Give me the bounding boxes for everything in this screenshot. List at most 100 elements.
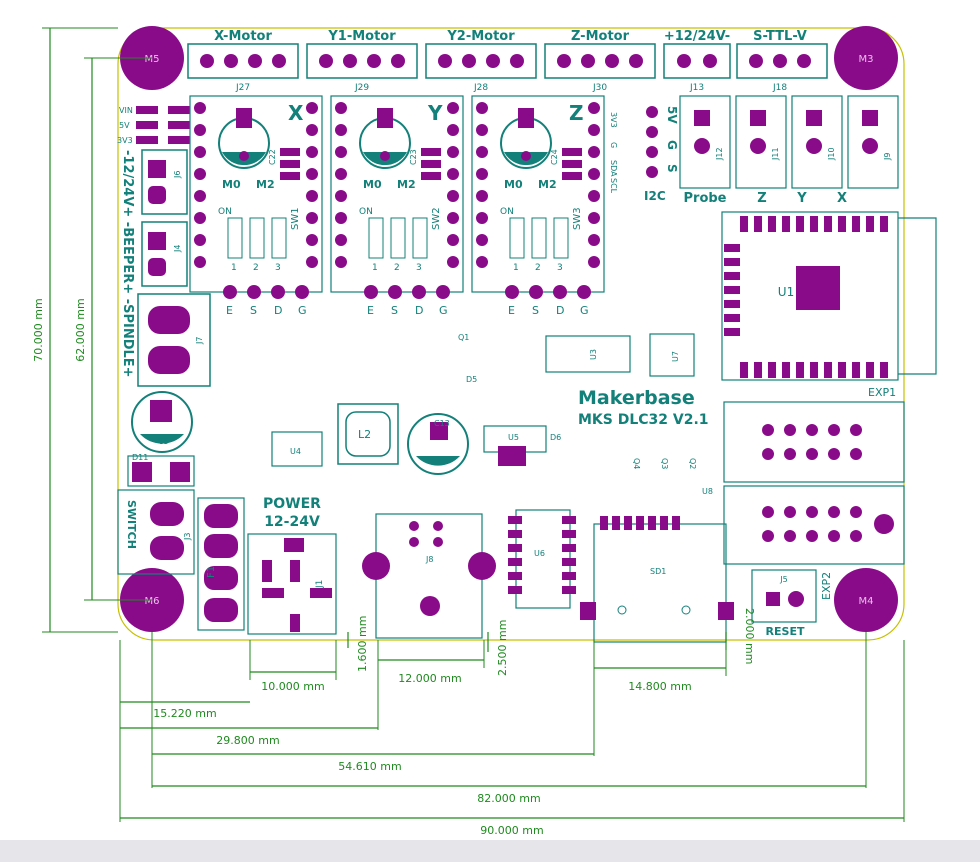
dim-j1-offset: 1.600 mm <box>347 616 369 672</box>
diode-d11: D11 <box>127 453 195 487</box>
svg-text:J29: J29 <box>354 83 369 93</box>
svg-text:1: 1 <box>231 263 237 273</box>
svg-text:M3: M3 <box>859 54 874 65</box>
svg-text:G: G <box>439 304 448 317</box>
svg-text:3V3: 3V3 <box>609 112 618 128</box>
dim-x-54: 54.610 mm <box>151 632 595 788</box>
dim-x-82: 82.000 mm <box>152 632 867 805</box>
status-bar <box>0 840 980 862</box>
reset-button-j5: J5 RESET <box>751 569 817 638</box>
svg-text:SWITCH: SWITCH <box>125 500 138 549</box>
svg-text:ON: ON <box>500 207 514 217</box>
dim-sd-offset: 2.000 mm <box>725 608 756 664</box>
dim-height-outer: 70.000 mm <box>32 27 118 633</box>
pcb-drawing: M5 M3 M6 M4 X-Motor J27 Y1-Motor J29 Y2-… <box>32 26 937 837</box>
svg-text:2.500 mm: 2.500 mm <box>496 620 509 676</box>
capacitor-c13: C13 <box>407 413 469 475</box>
svg-text:S: S <box>391 304 398 317</box>
transistors-q: Q4 Q3 Q2 Q1 <box>458 333 697 469</box>
connector-j7: J7 <box>137 293 211 387</box>
esp32-module-u1: U1 <box>721 211 937 381</box>
svg-text:E: E <box>226 304 233 317</box>
svg-text:D: D <box>556 304 564 317</box>
svg-text:L2: L2 <box>358 428 371 441</box>
power-label: POWER 12-24V <box>263 496 321 530</box>
svg-text:82.000 mm: 82.000 mm <box>477 792 540 805</box>
svg-text:2: 2 <box>253 263 259 273</box>
svg-text:G: G <box>298 304 307 317</box>
driver-module-y: Y C23 M0 M2 ON SW2 1 2 3 E S D G <box>330 95 464 317</box>
svg-text:Probe: Probe <box>684 191 727 206</box>
regulator-u5: U5 <box>483 425 547 466</box>
diode-d6: D6 <box>550 433 561 442</box>
regulator-u4: U4 <box>271 431 323 467</box>
svg-text:2.000 mm: 2.000 mm <box>743 608 756 664</box>
driver-module-z: Z C24 M0 M2 ON SW3 1 2 3 E S D G <box>471 95 605 317</box>
svg-text:10.000 mm: 10.000 mm <box>261 680 324 693</box>
svg-text:M0: M0 <box>363 178 382 191</box>
svg-text:Z: Z <box>569 101 584 125</box>
svg-text:1.600 mm: 1.600 mm <box>356 616 369 672</box>
svg-text:POWER: POWER <box>263 496 321 512</box>
connector-x-motor: X-Motor J27 <box>187 29 299 93</box>
svg-text:3: 3 <box>416 263 422 273</box>
ic-u8: U8 <box>702 487 713 496</box>
board-outline <box>117 27 905 641</box>
svg-text:J12: J12 <box>715 147 724 161</box>
svg-text:2: 2 <box>535 263 541 273</box>
svg-text:Y1-Motor: Y1-Motor <box>327 29 396 44</box>
svg-text:Y: Y <box>427 101 443 125</box>
sd-card-socket-sd1: SD1 <box>580 516 734 643</box>
diode-d5: D5 <box>466 375 477 384</box>
svg-text:X: X <box>288 101 304 125</box>
fuse-f1: F1 <box>197 497 245 631</box>
header-x-j9: J9 X <box>837 95 899 206</box>
svg-text:J3: J3 <box>183 533 192 541</box>
svg-text:54.610 mm: 54.610 mm <box>338 760 401 773</box>
svg-text:15.220 mm: 15.220 mm <box>153 707 216 720</box>
svg-text:J30: J30 <box>592 83 607 93</box>
header-y-j10: J10 Y <box>791 95 843 206</box>
dim-j8-width: 12.000 mm <box>377 640 485 685</box>
svg-text:M0: M0 <box>222 178 241 191</box>
power-capacitor-c5: C5 <box>131 391 193 453</box>
svg-text:2: 2 <box>394 263 400 273</box>
svg-text:3: 3 <box>557 263 563 273</box>
svg-text:G: G <box>609 142 618 148</box>
svg-text:3: 3 <box>275 263 281 273</box>
svg-text:U5: U5 <box>508 433 519 442</box>
voltage-labels: VIN 5V 3V3 <box>117 106 190 145</box>
header-z-j11: J11 Z <box>735 95 787 206</box>
svg-text:U4: U4 <box>290 447 301 456</box>
svg-text:C22: C22 <box>268 149 277 165</box>
svg-text:X-Motor: X-Motor <box>214 29 272 44</box>
svg-text:U3: U3 <box>589 349 598 360</box>
svg-text:14.800 mm: 14.800 mm <box>628 680 691 693</box>
svg-text:J4: J4 <box>173 245 182 253</box>
svg-text:E: E <box>367 304 374 317</box>
svg-text:G: G <box>665 140 679 150</box>
svg-text:M2: M2 <box>538 178 557 191</box>
brand-name: Makerbase <box>578 387 695 409</box>
svg-text:J8: J8 <box>425 555 433 564</box>
board-model: MKS DLC32 V2.1 <box>578 412 709 428</box>
svg-text:M6: M6 <box>145 596 160 607</box>
svg-text:90.000 mm: 90.000 mm <box>480 824 543 837</box>
svg-text:Y2-Motor: Y2-Motor <box>446 29 515 44</box>
svg-text:J6: J6 <box>173 171 182 179</box>
svg-text:5V: 5V <box>119 121 130 130</box>
svg-text:U1: U1 <box>778 285 794 299</box>
svg-text:J10: J10 <box>827 147 836 161</box>
dim-height-inner: 62.000 mm <box>74 57 152 601</box>
svg-text:J28: J28 <box>473 83 488 93</box>
svg-text:29.800 mm: 29.800 mm <box>216 734 279 747</box>
mount-hole-m4: M4 <box>834 568 898 632</box>
svg-text:J5: J5 <box>779 575 787 584</box>
mount-hole-m3: M3 <box>834 26 898 90</box>
svg-text:SW1: SW1 <box>290 207 301 230</box>
svg-text:U7: U7 <box>671 351 680 362</box>
connector-power-12-24v: +12/24V- J13 <box>663 29 731 93</box>
svg-text:Y: Y <box>796 191 807 206</box>
svg-text:D: D <box>415 304 423 317</box>
svg-text:G: G <box>580 304 589 317</box>
